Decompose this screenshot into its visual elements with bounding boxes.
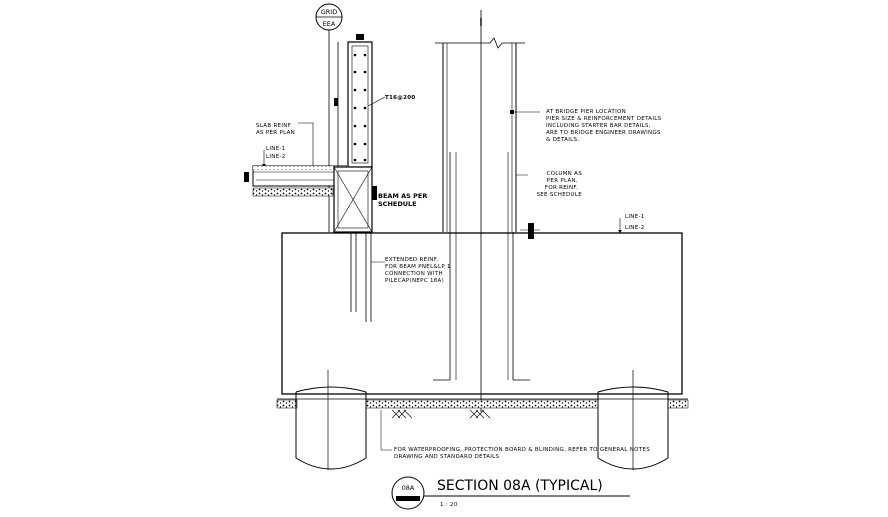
section-title: SECTION 08A (TYPICAL) xyxy=(437,478,603,494)
pier-note-line5: & DETAILS. xyxy=(546,137,579,143)
column-note-line3: FOR REINF. xyxy=(545,185,578,191)
waterproof-note-line1: FOR WATERPROOFING, PROTECTION BOARD & BL… xyxy=(394,447,650,453)
slab-reinf-line2: AS PER PLAN xyxy=(256,130,295,136)
pier-note-line2: PIER SIZE & REINFORCEMENT DETAILS xyxy=(546,116,662,122)
pile-right xyxy=(597,370,669,470)
column-note-line2: PER PLAN, xyxy=(547,178,578,184)
column-left xyxy=(334,34,373,232)
pile-left xyxy=(295,370,367,470)
beam-note-line2: SCHEDULE xyxy=(378,200,417,208)
line1-right-label: LINE-1 xyxy=(625,214,645,220)
grid-bubble: GRID EEA xyxy=(315,3,343,31)
blinding-layer xyxy=(276,398,689,419)
column-note-line1: COLUMN AS xyxy=(546,171,582,177)
section-bubble-label: 08A xyxy=(402,484,415,492)
pier-note-line4: ARE TO BRIDGE ENGINEER DRAWINGS xyxy=(546,130,661,136)
bar-label: T16@200 xyxy=(385,95,416,101)
section-title-block: 08A SECTION 08A (TYPICAL) 1 : 20 xyxy=(391,476,630,510)
waterproof-note-line2: DRAWING AND STANDARD DETAILS xyxy=(394,454,500,460)
extended-reinf-line2: FOR BEAM PNEL&LP 1 xyxy=(385,264,451,270)
line2-left-label: LINE-2 xyxy=(266,154,286,160)
extended-reinf-line1: EXTENDED REINF. xyxy=(385,257,438,263)
extended-reinf-line3: CONNECTION WITH xyxy=(385,271,443,277)
extended-reinf-line4: PILECAP(NEPC 18A) xyxy=(385,278,444,284)
section-scale: 1 : 20 xyxy=(440,502,458,508)
beam-note-line1: BEAM AS PER xyxy=(378,192,427,200)
line1-left-label: LINE-1 xyxy=(266,146,286,152)
line2-right-label: LINE-2 xyxy=(625,225,645,231)
column-note-line4: SEE SCHEDULE xyxy=(536,192,582,198)
beam-section xyxy=(333,166,377,233)
slab xyxy=(244,165,349,197)
slab-reinf-line1: SLAB REINF xyxy=(256,123,291,129)
grid-label-bottom: EEA xyxy=(323,20,336,28)
pile-cap xyxy=(281,232,683,395)
pier-note-line3: INCLUDING STARTER BAR DETAILS, xyxy=(546,123,651,129)
bridge-pier xyxy=(433,10,540,412)
pier-note-line1: AT BRIDGE PIER LOCATION xyxy=(546,109,626,115)
grid-label-top: GRID xyxy=(321,8,337,16)
